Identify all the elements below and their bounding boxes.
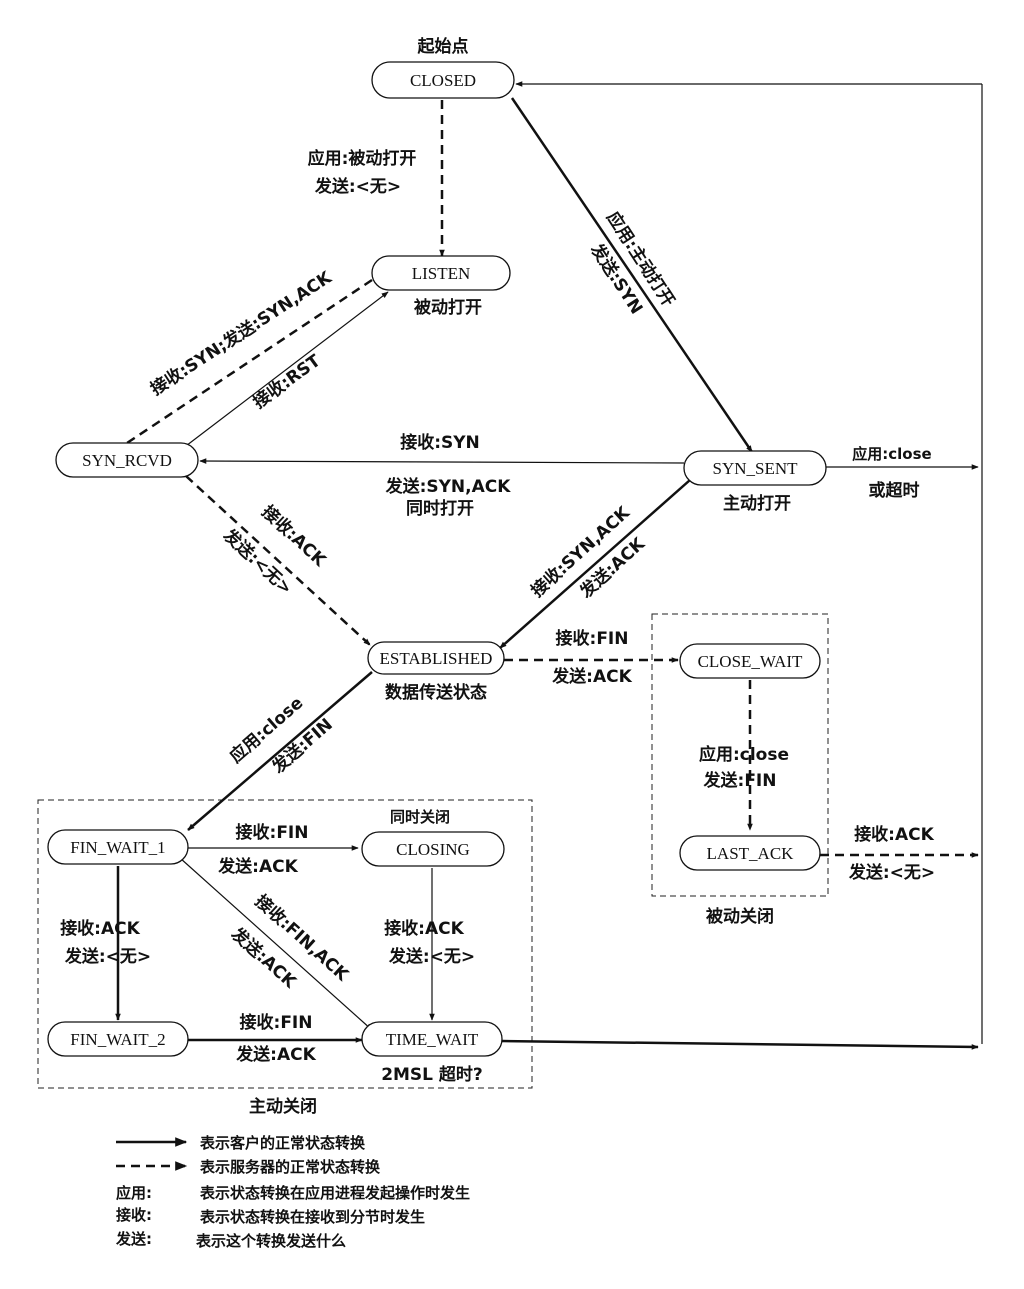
- label-est-closewait-send: 发送:ACK: [551, 666, 632, 687]
- legend-send-key: 发送:: [115, 1230, 152, 1248]
- label-finwait1-finwait2-send: 发送:<无>: [64, 946, 151, 967]
- caption-passive-close: 被动关闭: [706, 906, 774, 927]
- legend-app-key: 应用:: [116, 1184, 152, 1202]
- state-close-wait: CLOSE_WAIT: [679, 643, 821, 679]
- state-closed: CLOSED: [371, 61, 515, 99]
- caption-simultaneous-open: 同时打开: [406, 498, 474, 519]
- edge-synrcvd-listen: [177, 291, 389, 453]
- state-listen: LISTEN: [371, 255, 511, 291]
- state-last-ack: LAST_ACK: [679, 835, 821, 871]
- label-synsent-app-close: 应用:close: [852, 445, 931, 463]
- caption-start-point: 起始点: [417, 36, 469, 57]
- label-finwait1-finwait2-recv: 接收:ACK: [60, 918, 140, 939]
- legend-recv-desc: 表示状态转换在接收到分节时发生: [200, 1208, 425, 1226]
- state-established-label: ESTABLISHED: [380, 649, 493, 668]
- state-time-wait-label: TIME_WAIT: [386, 1030, 479, 1049]
- state-fin-wait-2-label: FIN_WAIT_2: [70, 1030, 165, 1049]
- state-closing-label: CLOSING: [396, 840, 470, 859]
- state-syn-rcvd-label: SYN_RCVD: [82, 451, 172, 470]
- label-synsent-synrcvd-recv: 接收:SYN: [400, 432, 480, 453]
- legend-server-text: 表示服务器的正常状态转换: [200, 1158, 381, 1176]
- state-listen-label: LISTEN: [412, 264, 471, 283]
- state-fin-wait-2: FIN_WAIT_2: [47, 1021, 189, 1057]
- label-lastack-recv: 接收:ACK: [854, 824, 934, 845]
- edge-finwait1-timewait: [179, 857, 373, 1031]
- state-syn-sent: SYN_SENT: [683, 450, 827, 486]
- active-close-box: [37, 799, 533, 1089]
- passive-close-box: [651, 613, 829, 897]
- label-synsent-synrcvd-send: 发送:SYN,ACK: [385, 476, 512, 497]
- caption-2msl-timeout: 2MSL 超时?: [381, 1064, 483, 1085]
- label-closed-listen-app: 应用:被动打开: [308, 148, 417, 169]
- label-est-closewait-recv: 接收:FIN: [556, 628, 629, 649]
- label-closing-timewait-recv: 接收:ACK: [384, 918, 464, 939]
- edge-synsent-established: [499, 479, 691, 649]
- caption-active-close: 主动关闭: [249, 1096, 317, 1117]
- edge-synsent-synrcvd: [199, 458, 685, 464]
- state-established: ESTABLISHED: [367, 641, 505, 675]
- edge-established-finwait1: [187, 671, 373, 831]
- label-finwait2-timewait-recv: 接收:FIN: [240, 1012, 313, 1033]
- edge-listen-synrcvd: [117, 278, 373, 451]
- edge-closed-synsent: [510, 97, 754, 453]
- state-last-ack-label: LAST_ACK: [707, 844, 795, 863]
- label-closed-listen-send: 发送:<无>: [314, 176, 401, 197]
- label-lastack-send: 发送:<无>: [848, 862, 935, 883]
- state-closing: CLOSING: [361, 831, 505, 867]
- label-synrcvd-listen: 接收:RST: [249, 350, 325, 413]
- label-finwait1-closing-recv: 接收:FIN: [236, 822, 309, 843]
- legend-recv-key: 接收:: [116, 1206, 152, 1224]
- label-finwait2-timewait-send: 发送:ACK: [235, 1044, 316, 1065]
- edge-synrcvd-established: [185, 475, 371, 646]
- state-closed-label: CLOSED: [410, 71, 476, 90]
- label-listen-synrcvd: 接收:SYN;发送:SYN,ACK: [147, 267, 336, 400]
- caption-passive-open: 被动打开: [414, 297, 482, 318]
- label-synsent-timeout: 或超时: [869, 480, 920, 501]
- caption-simultaneous-close: 同时关闭: [390, 808, 450, 826]
- label-finwait1-closing-send: 发送:ACK: [217, 856, 298, 877]
- legend-app-desc: 表示状态转换在应用进程发起操作时发生: [200, 1184, 470, 1202]
- caption-active-open: 主动打开: [723, 493, 791, 514]
- state-syn-sent-label: SYN_SENT: [712, 459, 798, 478]
- state-syn-rcvd: SYN_RCVD: [55, 442, 199, 478]
- legend-client-text: 表示客户的正常状态转换: [200, 1134, 366, 1152]
- legend-send-desc: 表示这个转换发送什么: [196, 1232, 346, 1250]
- state-fin-wait-1-label: FIN_WAIT_1: [70, 838, 165, 857]
- label-closewait-lastack-app: 应用:close: [699, 744, 789, 765]
- caption-data-transfer: 数据传送状态: [385, 682, 487, 703]
- edge-timewait-out: [501, 1039, 979, 1050]
- label-closing-timewait-send: 发送:<无>: [388, 946, 475, 967]
- state-close-wait-label: CLOSE_WAIT: [698, 652, 803, 671]
- state-time-wait: TIME_WAIT: [361, 1021, 503, 1057]
- state-fin-wait-1: FIN_WAIT_1: [47, 829, 189, 865]
- label-closewait-lastack-send: 发送:FIN: [703, 770, 777, 791]
- legend: 表示客户的正常状态转换 表示服务器的正常状态转换 应用: 表示状态转换在应用进程…: [115, 1134, 470, 1250]
